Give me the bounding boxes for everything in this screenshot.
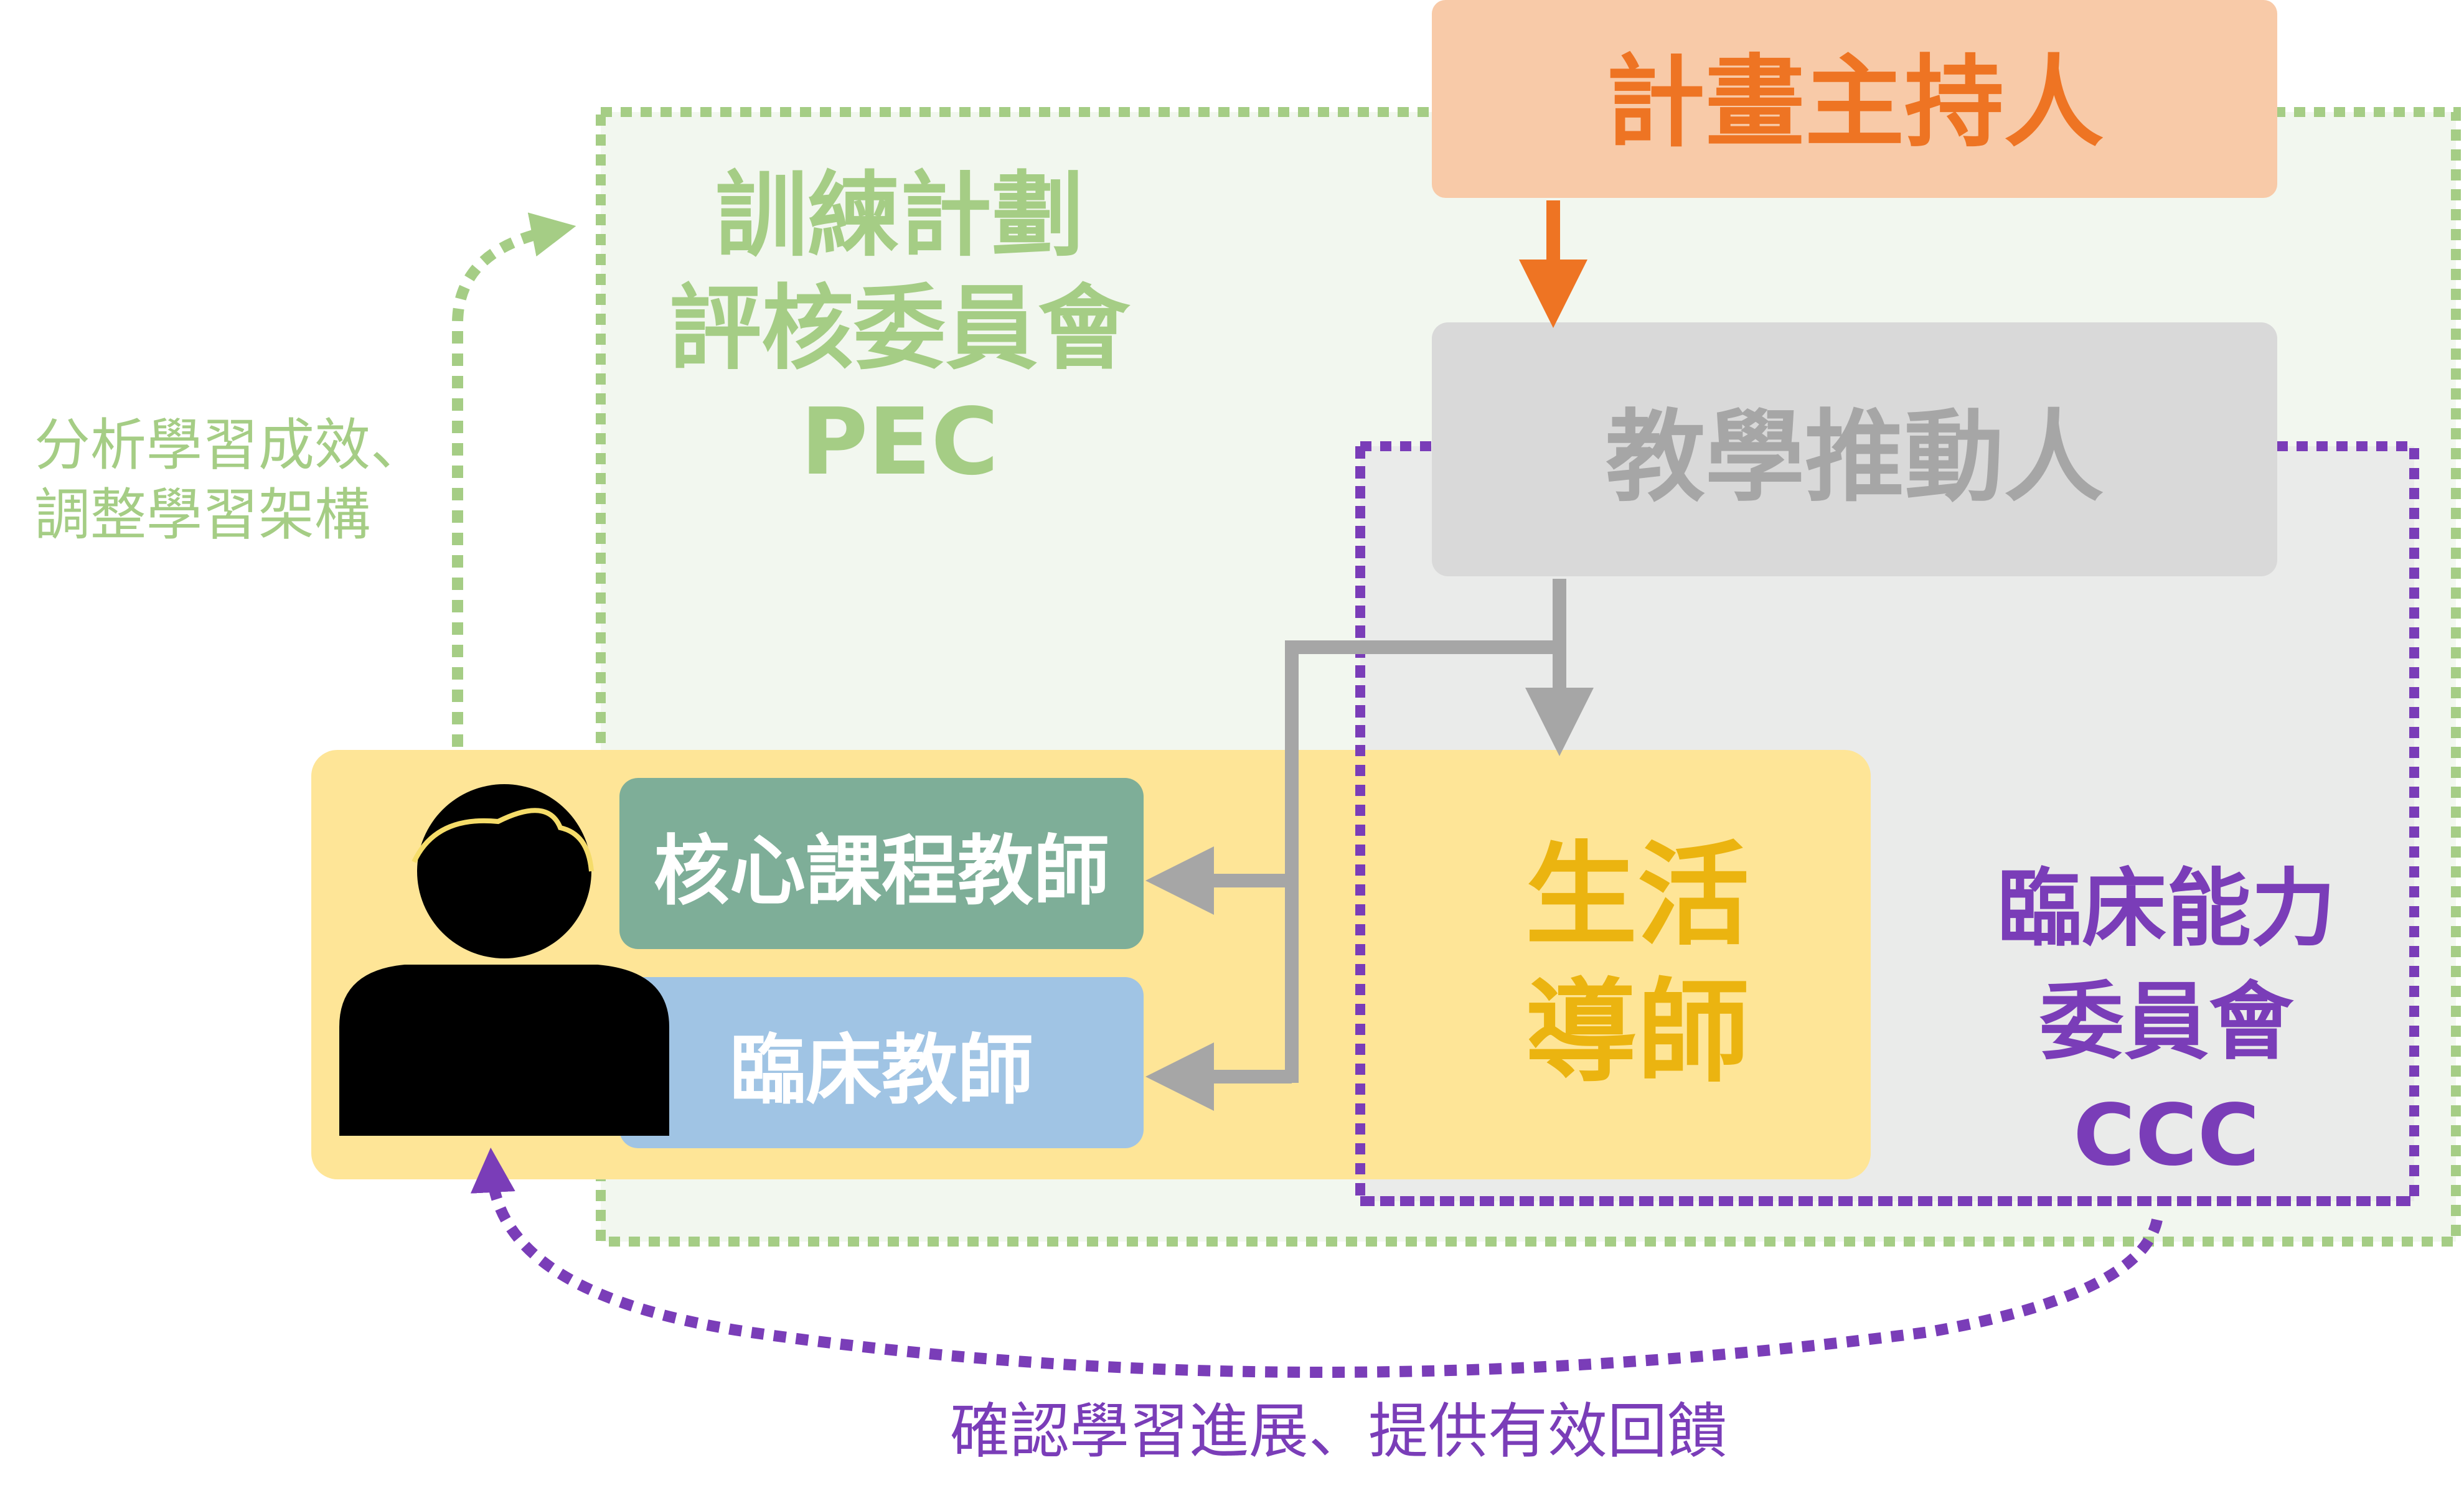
- ccc-to-learner-arrow: [470, 1148, 2163, 1378]
- life-mentor-line-2: 導師: [1525, 968, 1749, 1098]
- learner-person-icon: [339, 784, 669, 1136]
- left-note: 分析學習成效、 調整學習架構: [34, 411, 426, 550]
- core-teacher-label: 核心課程教師: [654, 827, 1109, 915]
- program-director-label: 計畫主持人: [1605, 44, 2104, 161]
- left-note-line-1: 分析學習成效、: [34, 413, 426, 478]
- pec-label-line-1: 訓練計劃: [715, 162, 1084, 269]
- clinical-teacher-box: [619, 977, 1144, 1148]
- left-note-line-2: 調整學習架構: [34, 482, 370, 548]
- ccc-label: 臨床能力 委員會 CCC: [1936, 853, 2397, 1192]
- ccc-label-line-2: 委員會: [2039, 973, 2293, 1072]
- learner-to-pec-arrow: [452, 212, 576, 747]
- life-mentor-line-1: 生活: [1525, 831, 1749, 961]
- pec-label-line-2: 評核委員會: [669, 275, 1130, 382]
- clinical-teacher-label: 臨床教師: [730, 1026, 1033, 1115]
- program-director-box: [1432, 0, 2277, 198]
- pec-label-line-3: PEC: [800, 388, 999, 495]
- ccc-label-line-3: CCC: [2073, 1087, 2260, 1185]
- life-mentor-label: 生活 導師: [1451, 828, 1824, 1102]
- core-teacher-box: [619, 778, 1144, 949]
- teaching-promoter-box: [1432, 322, 2277, 576]
- bottom-note: 確認學習進展、提供有效回饋: [950, 1397, 1727, 1466]
- pec-label: 訓練計劃 評核委員會 PEC: [641, 159, 1158, 498]
- ccc-label-line-1: 臨床能力: [1997, 860, 2336, 958]
- teaching-promoter-label: 教學推動人: [1605, 399, 2104, 515]
- promoter-distribution-arrows: [1145, 579, 1594, 1111]
